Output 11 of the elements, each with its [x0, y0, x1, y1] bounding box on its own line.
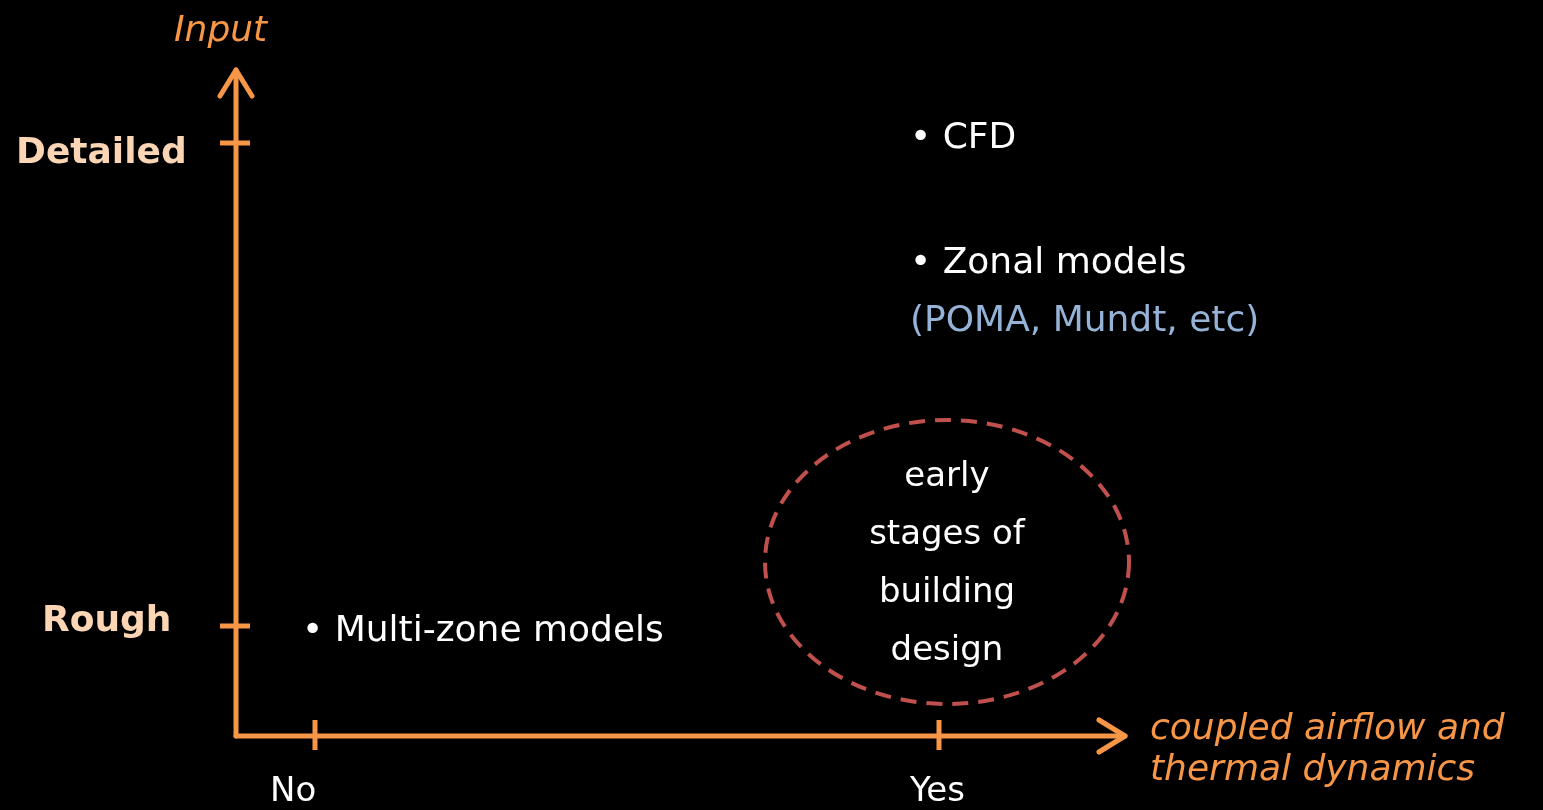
- list-item: • Zonal models: [910, 240, 1187, 282]
- list-item: • CFD: [910, 115, 1017, 157]
- axis-title: coupled airflow and thermal dynamics: [1150, 706, 1506, 789]
- axis-title: Input: [174, 8, 268, 50]
- ellipse-label: early stages of building design: [868, 453, 1027, 670]
- list-item: • Multi-zone models: [302, 608, 664, 650]
- tick-label: Detailed: [16, 130, 187, 172]
- tick-label: Yes: [910, 770, 965, 810]
- list-note: (POMA, Mundt, etc): [910, 298, 1260, 340]
- tick-label: Rough: [42, 598, 172, 640]
- tick-label: No: [270, 770, 317, 810]
